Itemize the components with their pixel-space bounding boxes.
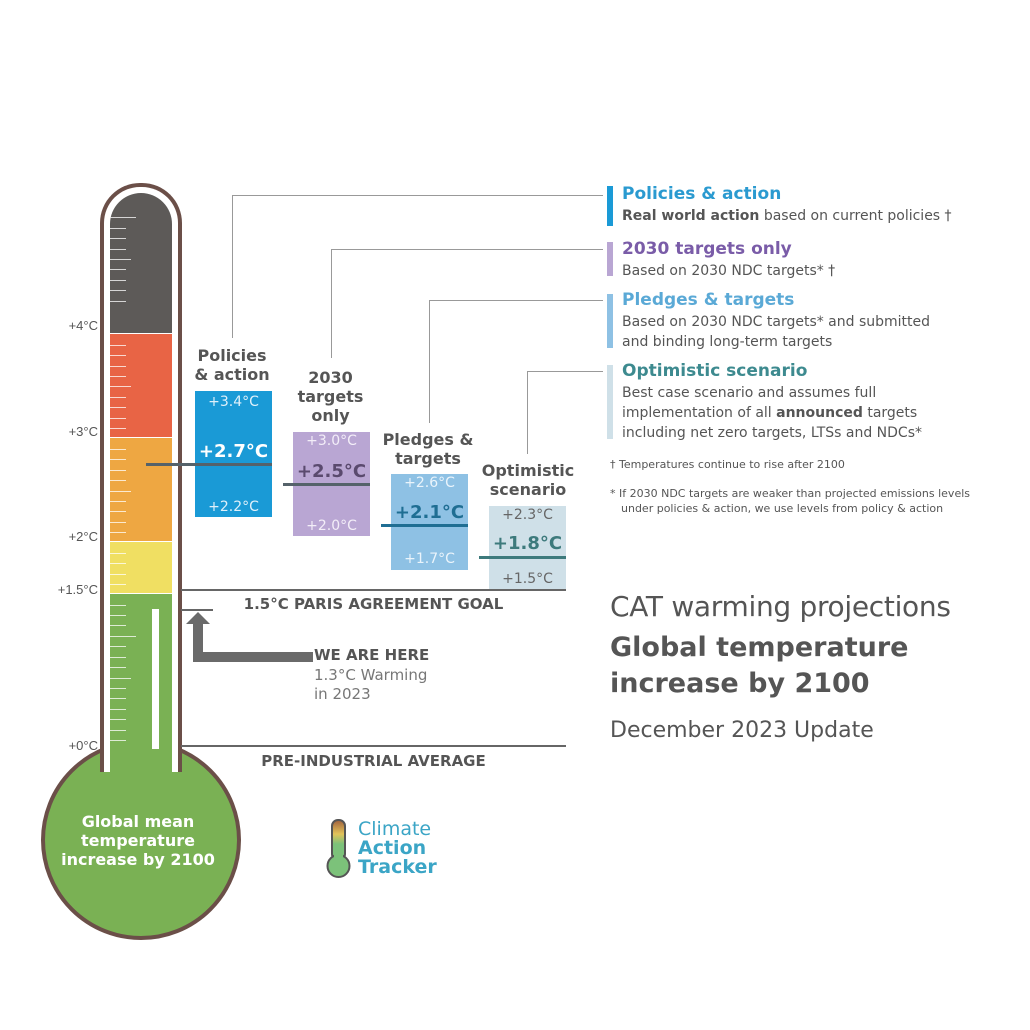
connector-2030 <box>331 249 603 358</box>
scenario-box-pledges: +2.6°C +2.1°C +1.7°C <box>391 474 468 570</box>
note-asterisk: * If 2030 NDC targets are weaker than pr… <box>610 487 970 515</box>
legend-desc-policies: Real world action based on current polic… <box>622 208 952 224</box>
band-1-5-2c <box>110 542 172 593</box>
legend-title-policies: Policies & action <box>622 184 782 204</box>
scenario-title-pledges: Pledges &targets <box>382 430 474 468</box>
scenario-box-optimistic: +2.3°C +1.8°C +1.5°C <box>489 506 566 590</box>
band-3-4c <box>110 334 172 437</box>
paris-goal-label: 1.5°C PARIS AGREEMENT GOAL <box>243 595 504 613</box>
y-tick-3: +3°C <box>68 424 98 439</box>
band-0-1-5c <box>110 594 172 772</box>
central-line-2030 <box>283 483 370 486</box>
thermometer-tube <box>100 183 182 772</box>
central-line-policies <box>146 463 272 466</box>
current-level-mercury <box>152 609 159 749</box>
scenario-box-policies: +3.4°C +2.7°C +2.2°C <box>195 391 272 517</box>
legend-swatch-2030 <box>607 242 613 276</box>
y-tick-2: +2°C <box>68 529 98 544</box>
connector-optimistic <box>527 371 603 454</box>
legend-desc-optimistic: Best case scenario and assumes full impl… <box>622 385 922 441</box>
legend-title-optimistic: Optimistic scenario <box>622 361 808 381</box>
cat-logo-text: Climate Action Tracker <box>358 818 437 878</box>
we-are-here-title: WE ARE HERE <box>314 646 430 664</box>
cat-logo-thermometer-icon <box>326 819 351 878</box>
bulb-label: Global mean temperature increase by 2100 <box>61 812 215 869</box>
scenario-title-policies: Policies& action <box>194 346 270 384</box>
band-above-4c <box>110 193 172 333</box>
we-are-here-arrow-icon <box>186 612 313 662</box>
central-line-pledges <box>381 524 468 527</box>
band-2-3c <box>110 438 172 541</box>
update-date: December 2023 Update <box>610 718 874 743</box>
y-tick-0: +0°C <box>68 738 98 753</box>
preindustrial-label: PRE-INDUSTRIAL AVERAGE <box>261 752 486 770</box>
paris-goal-line <box>181 589 566 591</box>
y-tick-4: +4°C <box>68 318 98 333</box>
connector-policies <box>232 195 603 338</box>
connector-pledges <box>429 300 603 423</box>
legend-title-2030: 2030 targets only <box>622 239 792 259</box>
legend-title-pledges: Pledges & targets <box>622 290 795 310</box>
legend-desc-2030: Based on 2030 NDC targets* † <box>622 263 836 279</box>
preindustrial-line <box>181 745 566 747</box>
y-tick-1-5: +1.5°C <box>57 582 98 597</box>
legend-desc-pledges: Based on 2030 NDC targets* and submitted… <box>622 314 931 350</box>
current-level-marker <box>181 609 213 611</box>
legend-swatch-pledges <box>607 294 613 348</box>
legend-swatch-policies <box>607 186 613 226</box>
chart-title: CAT warming projections <box>610 590 951 623</box>
thermometer-bulb <box>41 740 241 940</box>
central-line-optimistic <box>479 556 566 559</box>
legend-swatch-optimistic <box>607 365 613 439</box>
note-dagger: † Temperatures continue to rise after 21… <box>610 458 845 471</box>
